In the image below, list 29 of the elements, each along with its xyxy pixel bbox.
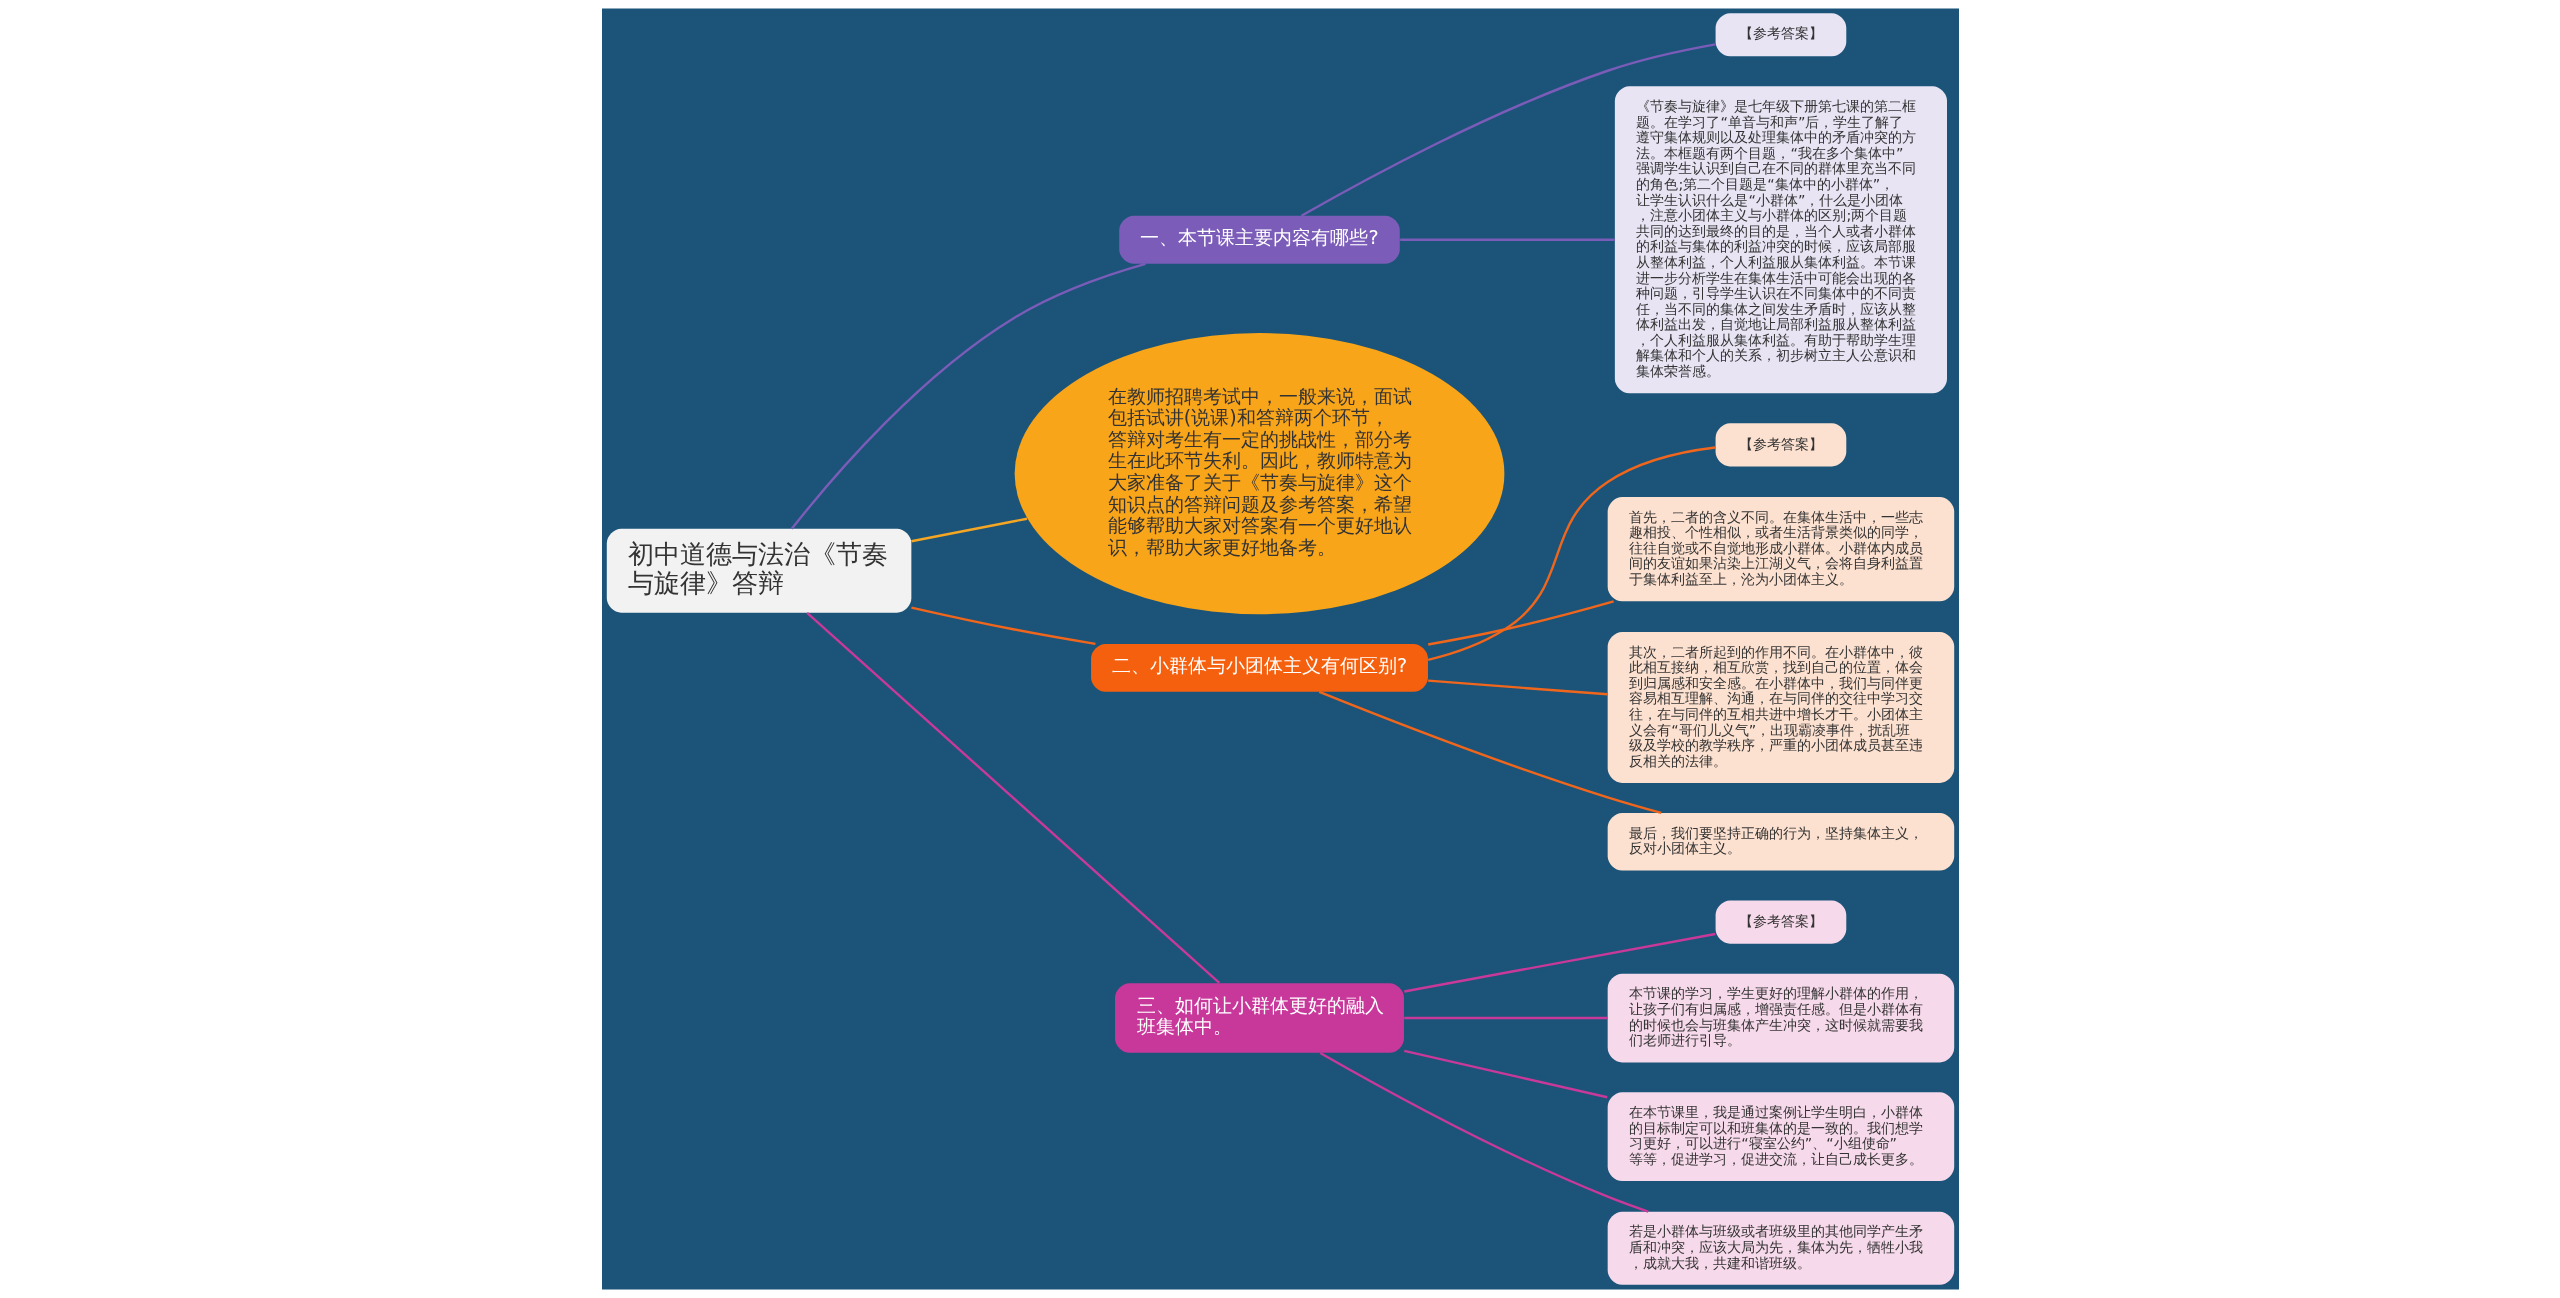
node-ellipse: 在教师招聘考试中，一般来说，面试包括试讲(说课)和答辩两个环节，答辩对考生有一定的挑战性，部分考生在此环节失利。因此，教师特意为大家准备了关于《节奏与旋律》这个知识点的答辩问题及参考答案，希望能够帮助大家对答案有一个更好地认识，帮助大家更好地备考。	[1014, 333, 1504, 615]
connector	[1318, 690, 1662, 815]
connector	[1427, 600, 1614, 646]
connector	[805, 611, 1220, 984]
connector	[1403, 1049, 1607, 1099]
node-box: 三、如何让小群体更好的融入班集体中。	[1114, 983, 1404, 1053]
connector	[1427, 679, 1607, 696]
node-box: 一、本节课主要内容有哪些?	[1118, 215, 1400, 264]
connector	[1427, 446, 1715, 661]
connector	[790, 262, 1146, 530]
node-box: 若是小群体与班级或者班级里的其他同学产生矛盾和冲突，应该大局为先，集体为先，牺牲小我，成就大我，共建和谐班级。	[1607, 1211, 1954, 1285]
node-box: 【参考答案】	[1715, 900, 1846, 944]
node-box: 最后，我们要坚持正确的行为，坚持集体主义，反对小团体主义。	[1607, 812, 1954, 871]
connector	[1403, 1016, 1607, 1020]
connector	[910, 606, 1096, 646]
connector	[1403, 932, 1715, 993]
node-box: 【参考答案】	[1715, 13, 1846, 57]
node-box: 初中道德与法治《节奏与旋律》答辩	[606, 528, 911, 613]
connector	[1319, 1051, 1649, 1213]
node-box: 【参考答案】	[1715, 423, 1846, 467]
node-box: 二、小群体与小团体主义有何区别?	[1090, 643, 1428, 692]
connector	[910, 517, 1027, 543]
node-box: 本节课的学习，学生更好的理解小群体的作用，让孩子们有归属感，增强责任感。但是小群体有的时候也会与班集体产生冲突，这时候就需要我们老师进行引导。	[1607, 973, 1954, 1063]
node-box: 在本节课里，我是通过案例让学生明白，小群体的目标制定可以和班集体的是一致的。我们想学习更好，可以进行“寝室公约”、“小组使命”等等，促进学习，促进交流，让自己成长更多。	[1607, 1092, 1954, 1182]
node-box: 其次，二者所起到的作用不同。在小群体中，彼此相互接纳，相互欣赏，找到自己的位置，体会到归属感和安全感。在小群体中，我们与同伴更容易相互理解、沟通，在与同伴的交往中学习交往，在与同伴的互相共进中增长才干。小团体主义会有“哥们儿义气”，出现霸凌事件，扰乱班级及学校的教学秩序，严重的小团体成员甚至违反相关的法律。	[1607, 631, 1954, 783]
node-box: 首先，二者的含义不同。在集体生活中，一些志趣相投、个性相似，或者生活背景类似的同学，往往自觉或不自觉地形成小群体。小群体内成员间的友谊如果沾染上江湖义气，会将自身利益置于集体利益至上，沦为小团体主义。	[1607, 497, 1954, 602]
connector	[1300, 43, 1716, 217]
node-box: 《节奏与旋律》是七年级下册第七课的第二框题。在学习了“单音与和声”后，学生了解了遵守集体规则以及处理集体中的矛盾冲突的方法。本框题有两个目题，“我在多个集体中”强调学生认识到自己在不同的群体里充当不同的角色;第二个目题是“集体中的小群体”，让学生认识什么是“小群体”，什么是小团体，注意小团体主义与小群体的区别;两个目题共同的达到最终的目的是，当个人或者小群体的利益与集体的利益冲突的时候，应该局部服从整体利益，个人利益服从集体利益。本节课进一步分析学生在集体生活中可能会出现的各种问题，引导学生认识在不同集体中的不同责任，当不同的集体之间发生矛盾时，应该从整体利益出发，自觉地让局部利益服从整体利益，个人利益服从集体利益。有助于帮助学生理解集体和个人的关系，初步树立主人公意识和集体荣誉感。	[1614, 86, 1947, 394]
connector	[1399, 238, 1615, 241]
